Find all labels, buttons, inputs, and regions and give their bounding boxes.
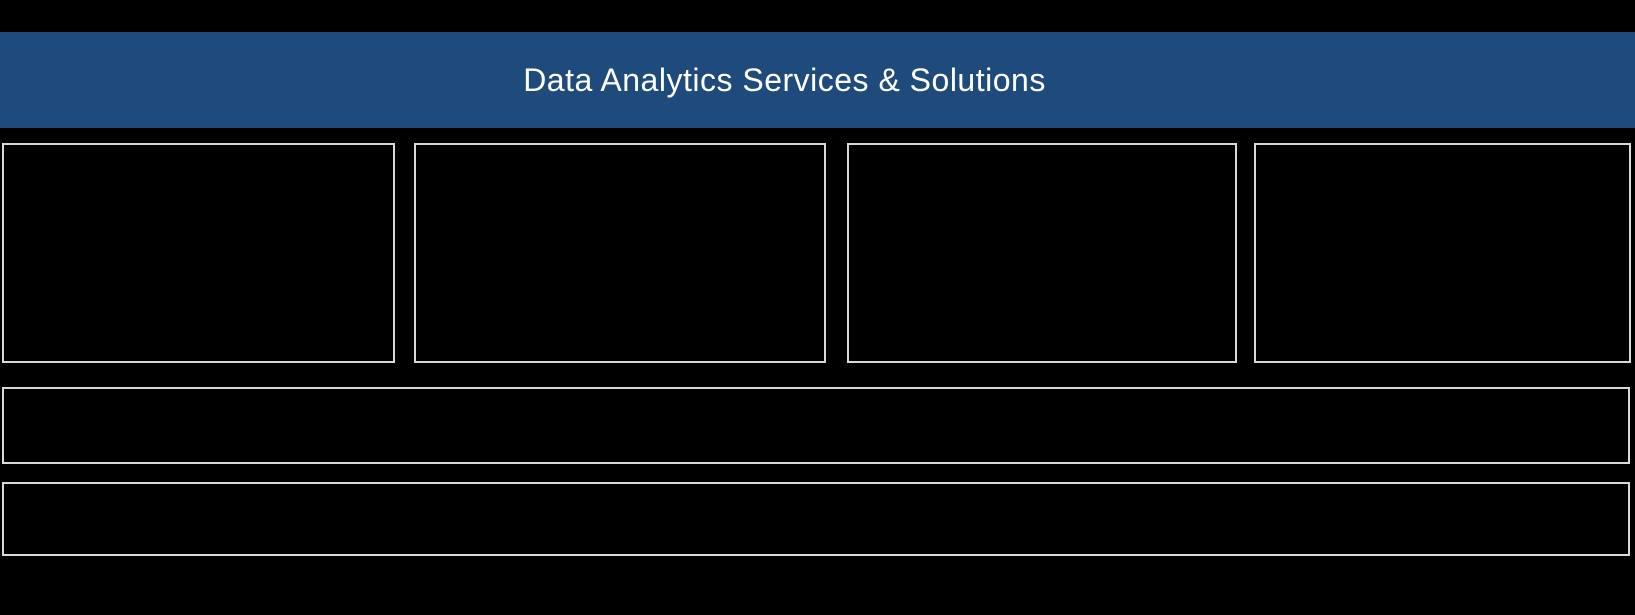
- service-panel-4: [1254, 143, 1631, 363]
- service-panel-1: [2, 143, 395, 363]
- full-width-panel-1: [2, 387, 1630, 464]
- title-banner: Data Analytics Services & Solutions: [0, 32, 1635, 128]
- service-panel-2: [414, 143, 826, 363]
- full-width-panel-2: [2, 482, 1630, 556]
- slide-title: Data Analytics Services & Solutions: [523, 61, 1046, 98]
- service-panel-3: [847, 143, 1237, 363]
